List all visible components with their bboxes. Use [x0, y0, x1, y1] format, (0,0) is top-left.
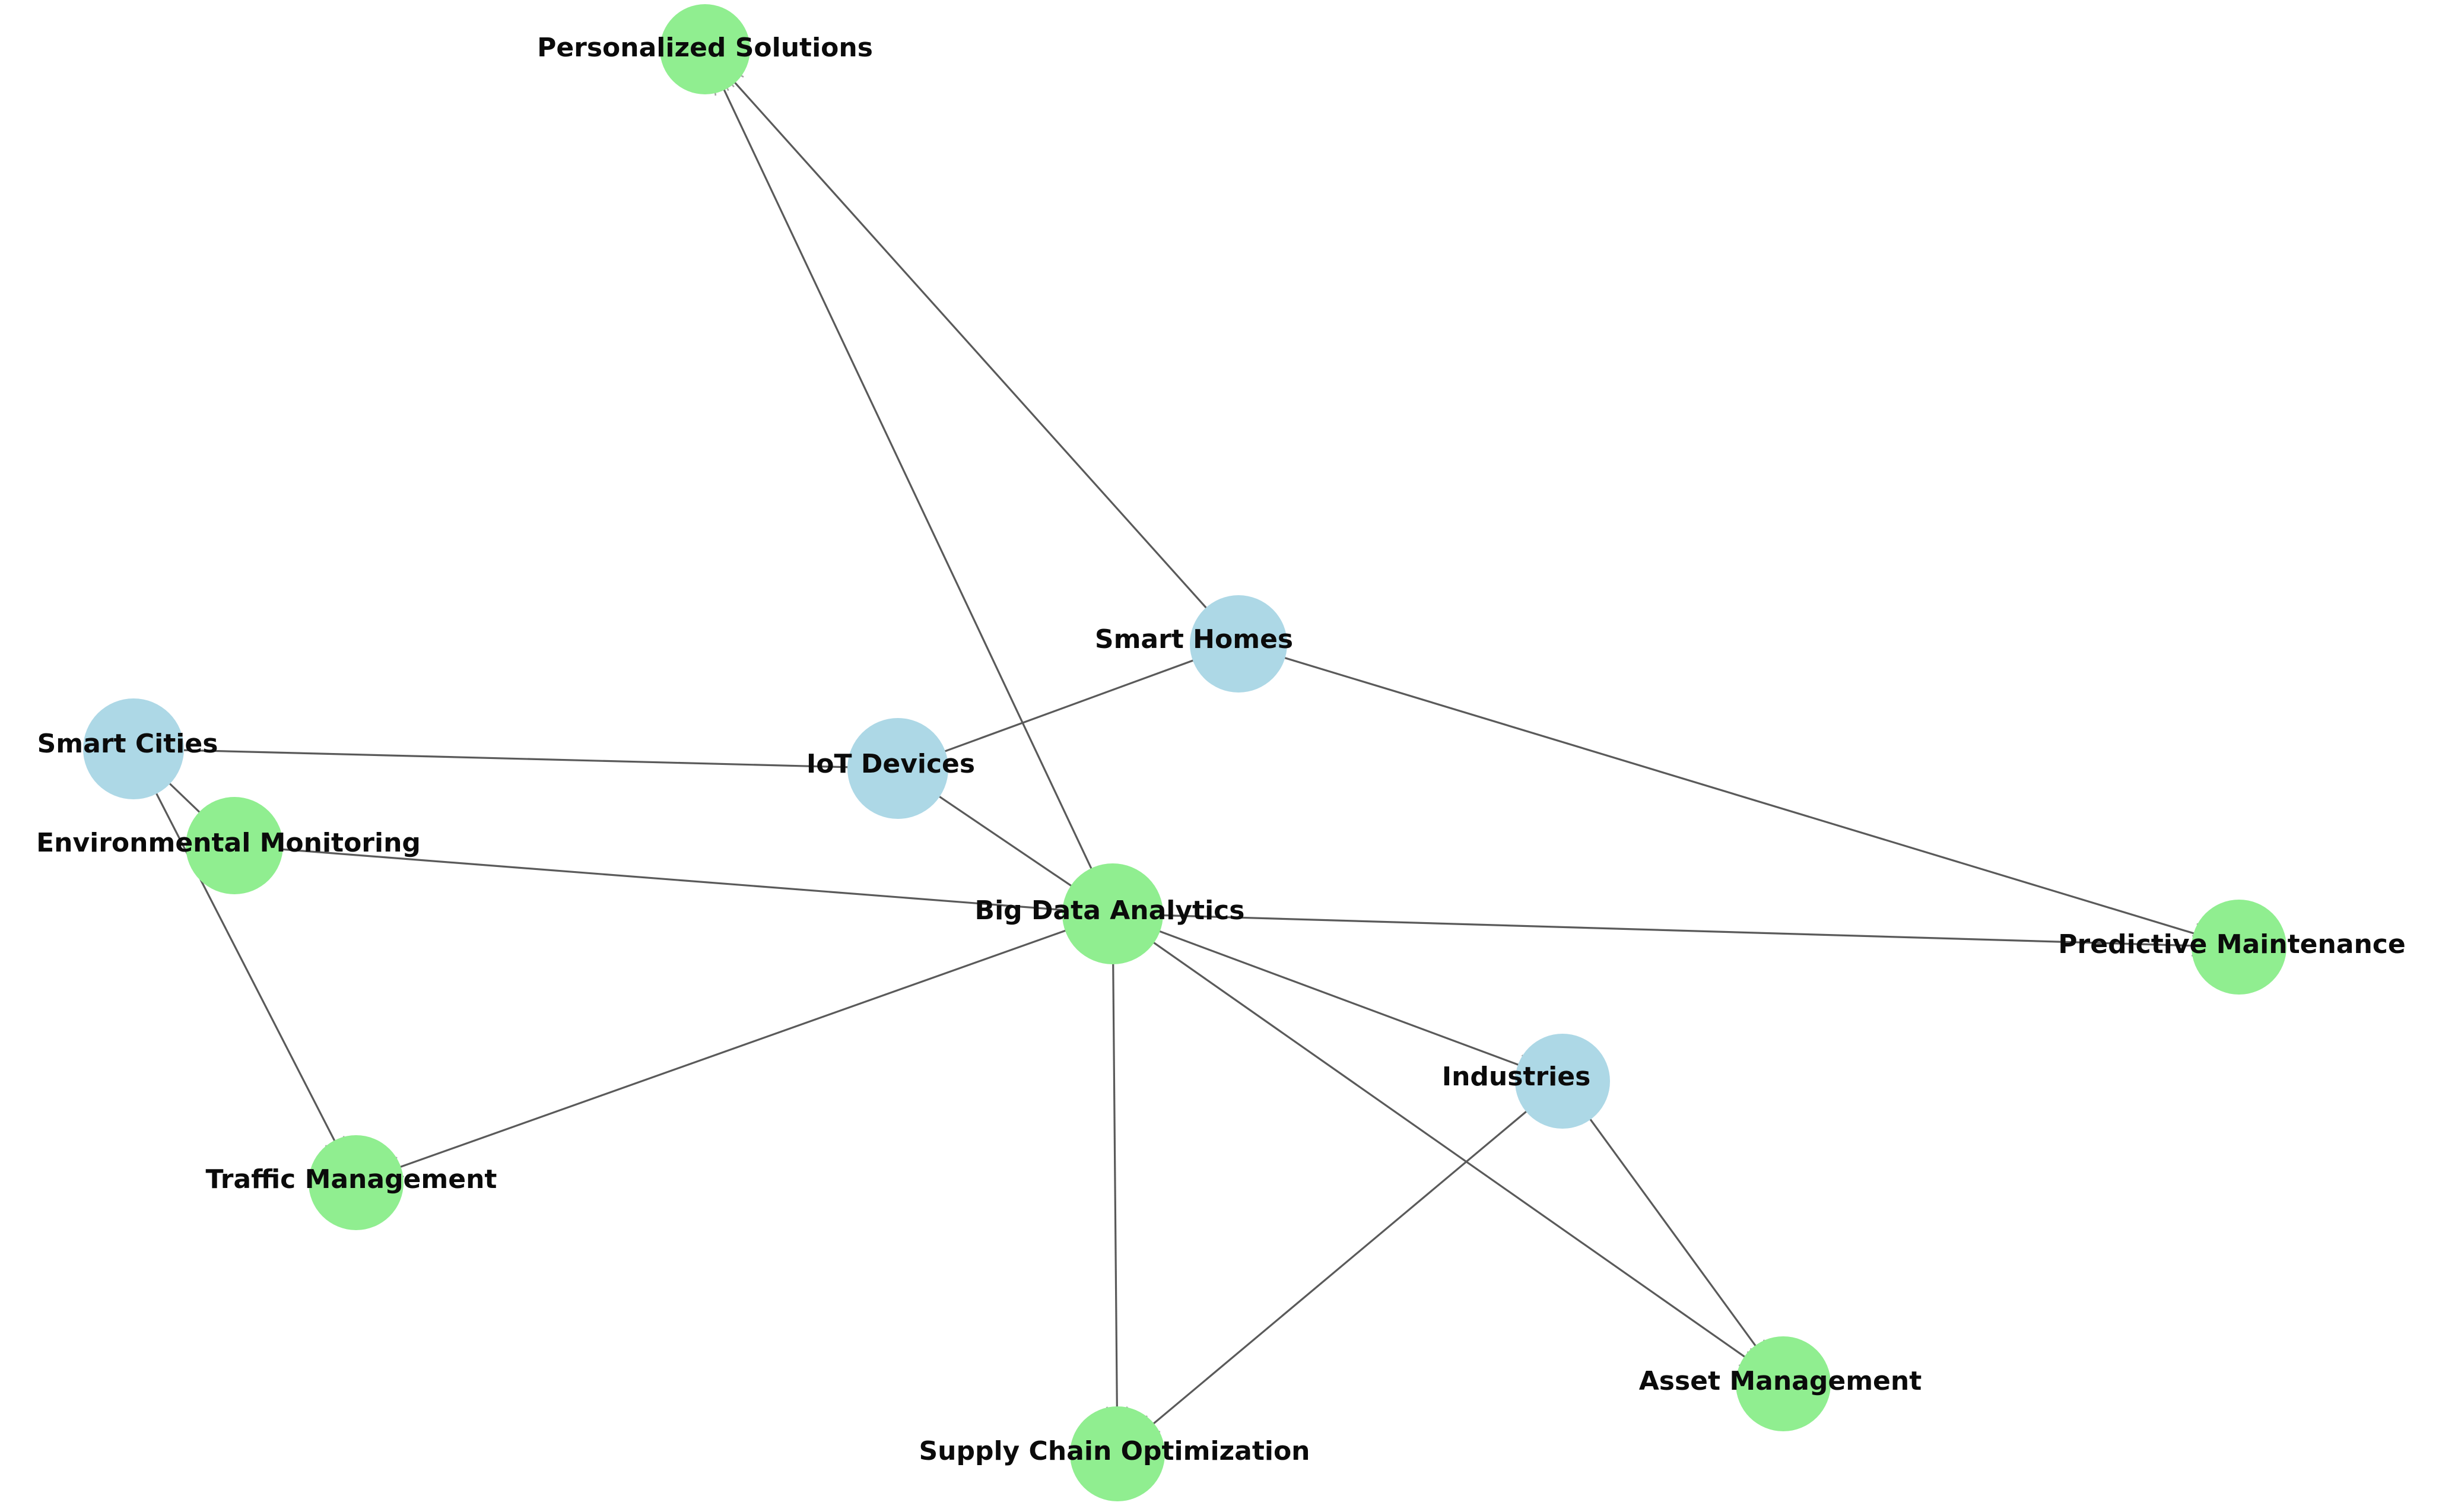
- edges-layer: [145, 57, 2228, 1447]
- graph-node-label-smart_homes: Smart Homes: [1095, 624, 1293, 655]
- graph-node-label-iot_devices: IoT Devices: [806, 749, 975, 779]
- graph-node-asset_management[interactable]: [1736, 1336, 1831, 1431]
- graph-edge: [369, 922, 1087, 1179]
- graph-node-label-industries: Industries: [1442, 1062, 1591, 1092]
- graph-node-smart_cities[interactable]: [83, 698, 184, 799]
- graph-edge: [1112, 941, 1119, 1440]
- graph-node-label-traffic_management: Traffic Management: [206, 1164, 497, 1195]
- graph-node-label-predictive_maintenance: Predictive Maintenance: [2058, 929, 2405, 960]
- graph-edge: [1263, 650, 2226, 944]
- graph-node-industries[interactable]: [1515, 1034, 1610, 1129]
- graph-node-label-personalized_solutions: Personalized Solutions: [537, 33, 873, 63]
- graph-edge: [710, 61, 1102, 890]
- graph-edge: [145, 773, 351, 1171]
- graph-node-predictive_maintenance[interactable]: [2192, 900, 2286, 995]
- graph-edge: [1128, 1097, 1544, 1446]
- nodes-layer: [83, 4, 2286, 1501]
- graph-node-smart_homes[interactable]: [1190, 595, 1287, 693]
- graph-edge: [1140, 913, 2225, 948]
- graph-node-label-environmental_monitoring: Environmental Monitoring: [36, 828, 421, 858]
- graph-node-label-asset_management: Asset Management: [1639, 1366, 1922, 1396]
- graph-edge: [1138, 922, 1550, 1078]
- graph-edge: [1577, 1101, 1776, 1373]
- graph-node-label-smart_cities: Smart Cities: [37, 729, 218, 759]
- graph-edge: [713, 58, 1222, 625]
- graph-node-label-big_data_analytics: Big Data Analytics: [975, 895, 1245, 926]
- graph-edge: [923, 647, 1225, 760]
- graph-node-personalized_solutions[interactable]: [660, 4, 750, 94]
- graph-edge: [920, 783, 1101, 907]
- graph-node-big_data_analytics[interactable]: [1062, 863, 1163, 964]
- graph-node-iot_devices[interactable]: [847, 718, 948, 819]
- graph-edge: [1135, 929, 1773, 1377]
- graph-node-environmental_monitoring[interactable]: [186, 797, 283, 894]
- graph-edge: [161, 748, 883, 769]
- graph-edge: [261, 846, 1098, 914]
- graph-node-supply_chain_optimization[interactable]: [1070, 1406, 1165, 1501]
- graph-node-traffic_management[interactable]: [309, 1135, 404, 1230]
- graph-node-label-supply_chain_optimization: Supply Chain Optimization: [919, 1436, 1310, 1466]
